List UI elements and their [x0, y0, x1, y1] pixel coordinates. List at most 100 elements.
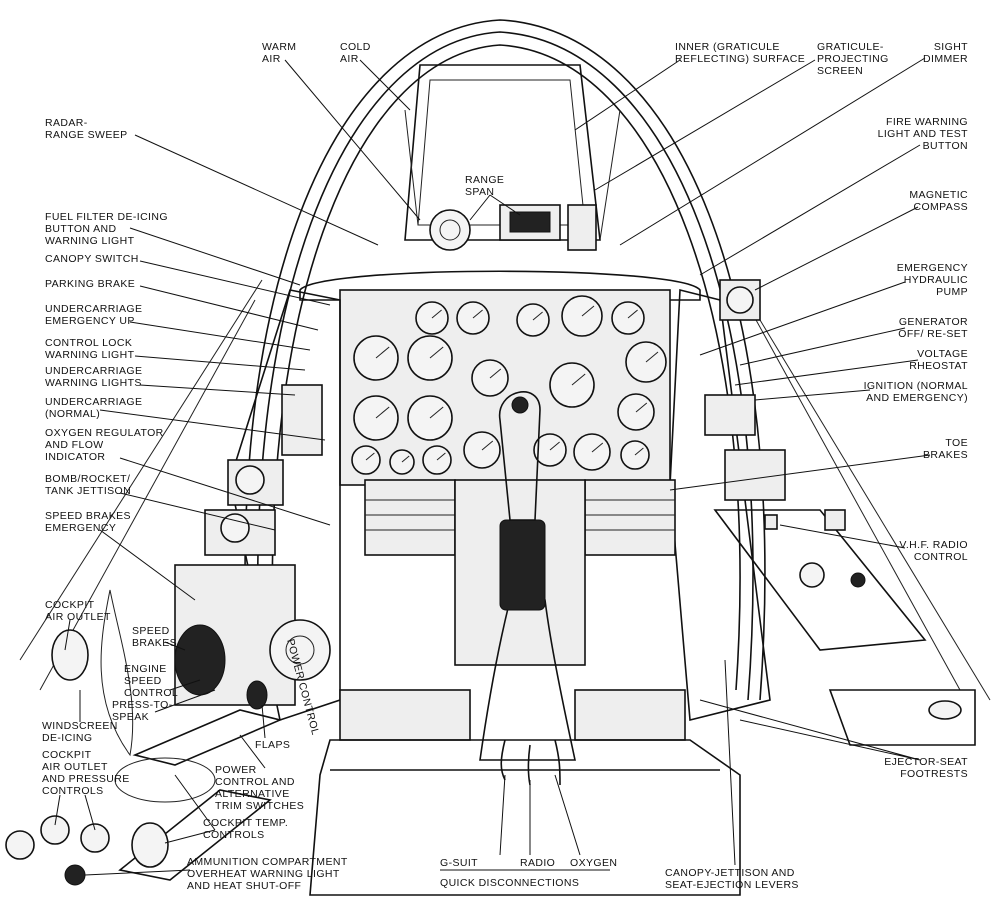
- label-line: (NORMAL): [45, 408, 100, 420]
- label-line: DE-ICING: [42, 732, 92, 744]
- label-line: CONTROL: [124, 687, 178, 699]
- label-line: UNDERCARRIAGE: [45, 365, 142, 377]
- label-line: RANGE SWEEP: [45, 129, 128, 141]
- label-cockpit-temp: COCKPIT TEMP.CONTROLS: [203, 817, 288, 841]
- instrument-dials: [351, 295, 667, 475]
- label-line: V.H.F. RADIO: [899, 539, 968, 551]
- label-bomb-jettison: BOMB/ROCKET/TANK JETTISON: [45, 473, 131, 497]
- label-line: CONTROL AND: [215, 776, 295, 788]
- label-line: TRIM SWITCHES: [215, 800, 304, 812]
- ejector-seat: [309, 739, 741, 896]
- label-quick-disconnections: QUICK DISCONNECTIONS: [440, 877, 579, 889]
- label-line: MAGNETIC: [909, 189, 968, 201]
- label-line: RADIO: [520, 857, 555, 869]
- label-radar-range-sweep: RADAR-RANGE SWEEP: [45, 117, 128, 141]
- label-line: QUICK DISCONNECTIONS: [440, 877, 579, 889]
- label-line: WINDSCREEN: [42, 720, 118, 732]
- dial-needle: [532, 311, 543, 321]
- vhf-radio-panel: [713, 509, 927, 651]
- label-line: WARNING LIGHT: [45, 349, 135, 361]
- throttle-lever: [174, 624, 226, 696]
- control-stick[interactable]: [479, 391, 576, 786]
- label-line: CANOPY-JETTISON AND: [665, 867, 795, 879]
- dial-needle: [634, 447, 644, 456]
- flaps-lever: [246, 680, 268, 710]
- label-line: FOOTRESTS: [900, 768, 968, 780]
- label-line: COCKPIT: [42, 749, 92, 761]
- label-line: OXYGEN REGULATOR: [45, 427, 164, 439]
- label-line: CONTROL LOCK: [45, 337, 132, 349]
- dial-needle: [436, 452, 446, 461]
- label-line: RADAR-: [45, 117, 88, 129]
- label-line: AND HEAT SHUT-OFF: [187, 880, 301, 892]
- label-line: INDICATOR: [45, 451, 105, 463]
- dial-needle: [365, 452, 375, 461]
- label-line: BRAKES: [132, 637, 177, 649]
- label-line: COLD: [340, 41, 371, 53]
- label-line: GENERATOR: [899, 316, 968, 328]
- label-line: CONTROL: [914, 551, 968, 563]
- label-line: WARNING LIGHTS: [45, 377, 142, 389]
- label-line: AIR: [340, 53, 359, 65]
- dial-needle: [635, 402, 648, 413]
- label-line: RANGE: [465, 174, 504, 186]
- gunsight: [429, 204, 597, 251]
- label-parking-brake: PARKING BRAKE: [45, 278, 135, 290]
- dial-needle: [401, 455, 410, 463]
- label-line: AIR OUTLET: [42, 761, 108, 773]
- label-line: OFF/ RE-SET: [898, 328, 968, 340]
- label-line: PARKING BRAKE: [45, 278, 135, 290]
- dial-needle: [489, 368, 502, 379]
- label-line: UNDERCARRIAGE: [45, 303, 142, 315]
- label-line: AND EMERGENCY): [866, 392, 968, 404]
- label-line: BRAKES: [923, 449, 968, 461]
- label-line: TOE: [945, 437, 968, 449]
- label-line: AND FLOW: [45, 439, 104, 451]
- label-line: INNER (GRATICULE: [675, 41, 780, 53]
- label-line: CANOPY SWITCH: [45, 253, 139, 265]
- label-line: UNDERCARRIAGE: [45, 396, 142, 408]
- label-line: EMERGENCY: [897, 262, 968, 274]
- label-line: DIMMER: [923, 53, 968, 65]
- label-line: COCKPIT: [45, 599, 95, 611]
- label-line: CONTROLS: [203, 829, 265, 841]
- right-rudder-pedal: [584, 479, 676, 556]
- label-line: EJECTOR-SEAT: [884, 756, 968, 768]
- dial-needle: [431, 309, 442, 319]
- label-line: AIR OUTLET: [45, 611, 111, 623]
- dial-needle: [549, 441, 560, 451]
- label-line: PUMP: [936, 286, 968, 298]
- left-console: [5, 289, 341, 886]
- label-line: BUTTON AND: [45, 223, 116, 235]
- dial-needle: [645, 351, 659, 363]
- label-line: SCREEN: [817, 65, 863, 77]
- dial-needle: [429, 406, 444, 419]
- label-line: WARM: [262, 41, 296, 53]
- label-line: PRESS-TO-: [112, 699, 173, 711]
- label-line: RHEOSTAT: [909, 360, 968, 372]
- dial-needle: [627, 309, 638, 319]
- label-line: BUTTON: [923, 140, 968, 152]
- label-line: AIR: [262, 53, 281, 65]
- label-undercarriage-normal: UNDERCARRIAGE(NORMAL): [45, 396, 142, 420]
